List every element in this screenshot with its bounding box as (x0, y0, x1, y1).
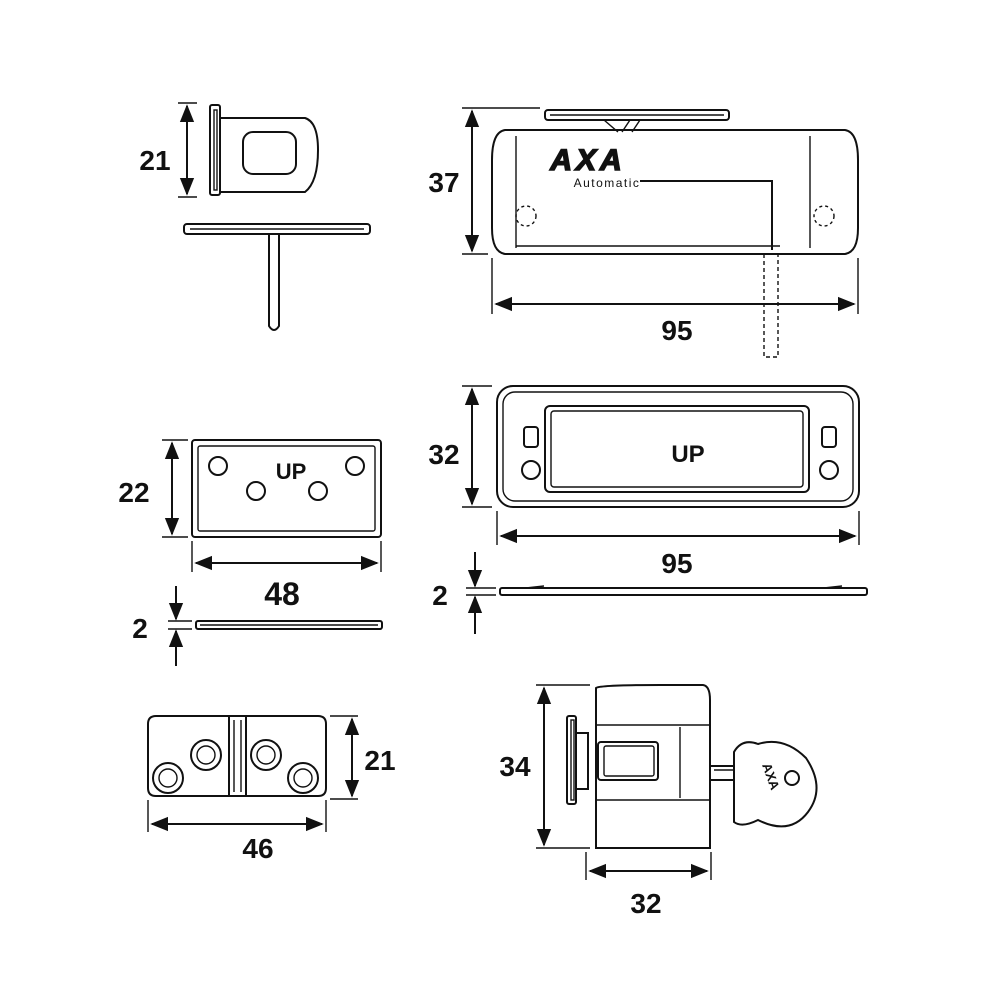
dim-label-32-mid: 32 (428, 439, 459, 470)
axa-logo: AXA (549, 144, 625, 177)
dim-label-32-bottom: 32 (630, 888, 661, 919)
dim-label-48: 48 (264, 576, 300, 612)
dim-label-95-top: 95 (661, 315, 692, 346)
dim-label-22: 22 (118, 477, 149, 508)
large-plate-view: UP (496, 385, 860, 508)
dim-bottom-right-height: 34 (499, 684, 590, 849)
plate-with-pin-view (183, 223, 371, 331)
dim-label-2-left: 2 (132, 613, 148, 644)
dim-label-21-bottom: 21 (364, 745, 395, 776)
dim-mid-right-thickness: 2 (432, 552, 496, 634)
dim-label-37: 37 (428, 167, 459, 198)
small-plate-view: UP (191, 439, 382, 538)
striker-side-view (209, 104, 320, 196)
lock-body-front-view: AXA Automatic (491, 109, 859, 358)
large-plate-edge-view (499, 585, 868, 596)
small-plate-up-label: UP (276, 459, 307, 484)
dim-mid-left-thickness: 2 (132, 586, 192, 666)
hinge-plate-view (147, 715, 327, 797)
dim-top-right-width: 95 (491, 258, 859, 346)
automatic-label: Automatic (574, 176, 641, 190)
dim-bottom-left-height: 21 (330, 715, 396, 800)
dim-mid-left-width: 48 (191, 541, 382, 612)
dim-label-2-right: 2 (432, 580, 448, 611)
dim-mid-right-height: 32 (428, 385, 492, 508)
dim-top-left-height: 21 (139, 102, 197, 198)
dim-bottom-left-width: 46 (147, 800, 327, 864)
large-plate-up-label: UP (671, 441, 704, 468)
lock-side-view: AXA (566, 684, 818, 849)
dim-label-21-top: 21 (139, 145, 170, 176)
dim-mid-left-height: 22 (118, 439, 188, 538)
dim-label-46: 46 (242, 833, 273, 864)
dim-label-95-mid: 95 (661, 548, 692, 579)
dim-mid-right-width: 95 (496, 511, 860, 579)
dim-top-right-height: 37 (428, 107, 540, 255)
dim-bottom-right-width: 32 (585, 852, 712, 919)
key-axa-logo: AXA (759, 761, 783, 792)
small-plate-edge-view (195, 620, 383, 630)
dim-label-34: 34 (499, 751, 531, 782)
